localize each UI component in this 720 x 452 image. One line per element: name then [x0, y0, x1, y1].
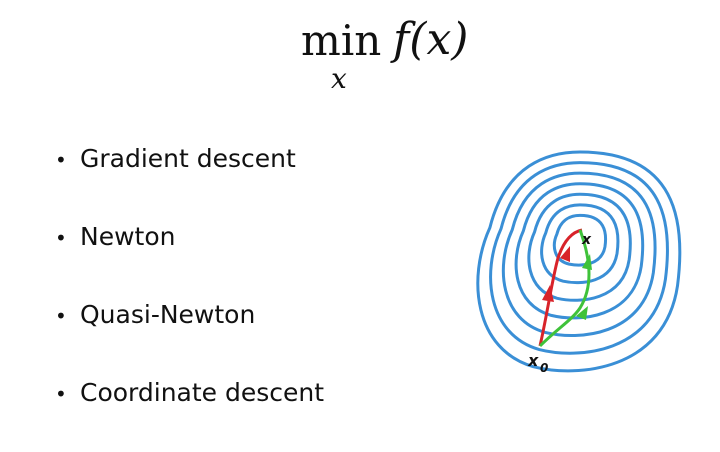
min-subscript: x	[331, 62, 347, 95]
bullet-quasi-newton: • Quasi-Newton	[52, 296, 432, 374]
objective-function: f(x)	[393, 14, 469, 65]
contour-lines	[476, 150, 682, 373]
green-descent-path	[538, 229, 591, 348]
contour-line	[527, 192, 632, 302]
bullet-label: Quasi-Newton	[80, 300, 256, 329]
bullet-dot-icon: •	[55, 226, 67, 250]
contour-line	[514, 182, 645, 320]
bullet-coordinate-descent: • Coordinate descent	[52, 374, 432, 452]
objective-formula: min x f(x)	[301, 8, 501, 108]
min-operator: min	[301, 16, 382, 65]
bullet-dot-icon: •	[55, 304, 67, 328]
bullet-gradient-descent: • Gradient descent	[52, 140, 432, 218]
start-label: x	[527, 351, 539, 370]
red-arrow-icon	[542, 285, 554, 302]
contour-plot: x x 0	[476, 150, 682, 375]
optimum-label: x	[581, 232, 592, 248]
red-descent-path	[538, 228, 583, 347]
contour-line	[552, 213, 608, 267]
bullet-label: Coordinate descent	[80, 378, 325, 407]
bullet-newton: • Newton	[52, 218, 432, 296]
bullet-dot-icon: •	[55, 382, 67, 406]
red-arrow-icon	[560, 246, 570, 262]
contour-diagram: x x 0	[468, 150, 718, 380]
slide: min x f(x) • Gradient descent • Newton •…	[55, 8, 718, 407]
start-subscript: 0	[540, 361, 548, 375]
contour-line	[540, 203, 620, 285]
contour-line	[476, 150, 682, 373]
bullet-label: Gradient descent	[80, 144, 296, 173]
bullet-label: Newton	[80, 222, 176, 251]
green-arrow-icon	[576, 306, 588, 320]
green-arrow-icon	[582, 254, 592, 270]
contour-line	[489, 161, 669, 355]
bullet-dot-icon: •	[55, 148, 67, 172]
method-list: • Gradient descent • Newton • Quasi-Newt…	[52, 140, 432, 452]
